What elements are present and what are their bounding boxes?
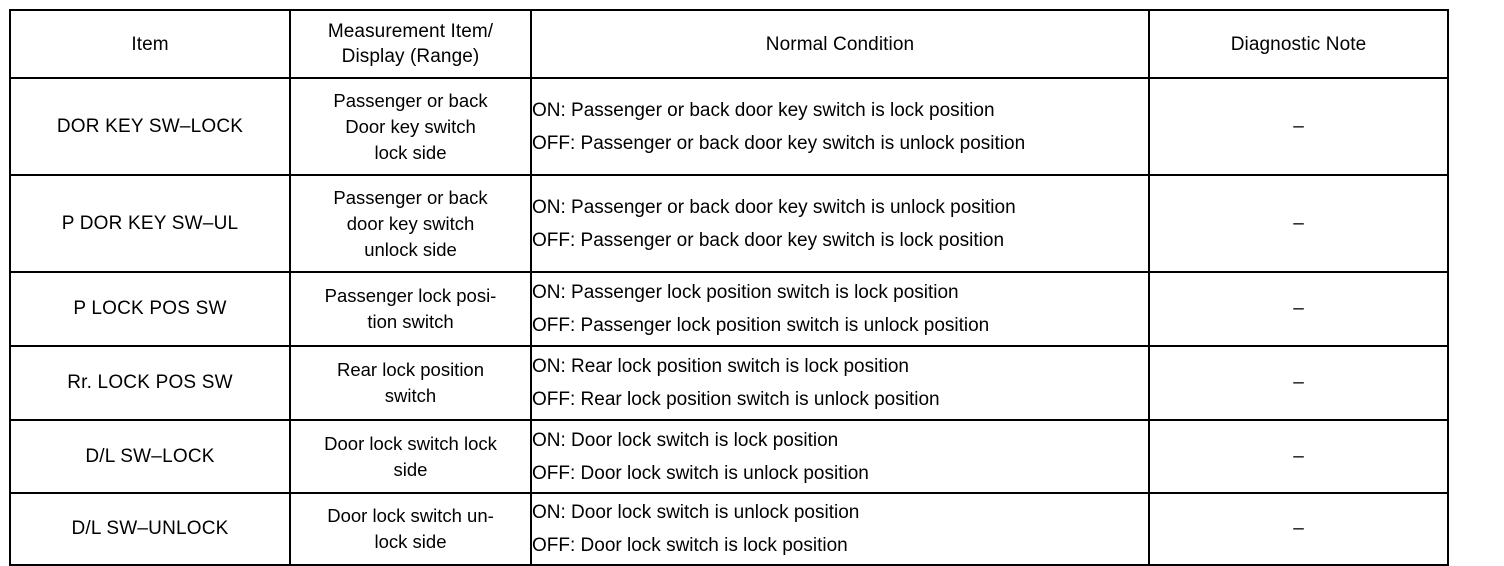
column-header-measurement-line2: Display (Range)	[341, 46, 480, 67]
measurement-line: switch	[384, 385, 437, 406]
diagnostic-note-value: –	[1293, 212, 1304, 234]
normal-condition-on: ON: Passenger or back door key switch is…	[532, 196, 1016, 218]
cell-diagnostic-note: –	[1148, 419, 1449, 494]
cell-diagnostic-note: –	[1148, 492, 1449, 566]
item-name: D/L SW–UNLOCK	[71, 518, 229, 539]
measurement-line: tion switch	[367, 311, 454, 332]
cell-measurement: Passenger lock posi- tion switch	[289, 271, 532, 347]
item-name: P LOCK POS SW	[73, 298, 227, 319]
cell-measurement: Rear lock position switch	[289, 345, 532, 421]
item-name: P DOR KEY SW–UL	[61, 212, 239, 234]
cell-diagnostic-note: –	[1148, 345, 1449, 421]
table-row: Rr. LOCK POS SW Rear lock position switc…	[9, 345, 1449, 421]
normal-condition-off: OFF: Passenger lock position switch is u…	[532, 315, 990, 336]
column-header-diagnostic-note-label: Diagnostic Note	[1230, 33, 1367, 55]
table-row: P DOR KEY SW–UL Passenger or back door k…	[9, 174, 1449, 273]
measurement-line: Passenger or back	[333, 89, 488, 111]
table-row: DOR KEY SW–LOCK Passenger or back Door k…	[9, 77, 1449, 176]
normal-condition-on: ON: Passenger or back door key switch is…	[532, 99, 995, 121]
item-name: D/L SW–LOCK	[85, 445, 215, 467]
normal-condition-on: ON: Door lock switch is lock position	[532, 429, 839, 451]
item-name: Rr. LOCK POS SW	[67, 372, 233, 393]
column-header-measurement-line1: Measurement Item/	[327, 21, 494, 42]
data-list-specification-table: Item Measurement Item/ Display (Range) N…	[9, 9, 1449, 566]
normal-condition-on: ON: Rear lock position switch is lock po…	[532, 356, 909, 377]
diagnostic-note-value: –	[1293, 445, 1304, 467]
cell-diagnostic-note: –	[1148, 271, 1449, 347]
cell-diagnostic-note: –	[1148, 174, 1449, 273]
column-header-normal-condition-label: Normal Condition	[765, 33, 915, 55]
cell-item: D/L SW–UNLOCK	[9, 492, 291, 566]
measurement-line: lock side	[374, 141, 447, 163]
column-header-item: Item	[9, 9, 291, 79]
cell-normal-condition: ON: Passenger or back door key switch is…	[530, 77, 1150, 176]
normal-condition-on: ON: Door lock switch is unlock position	[532, 502, 860, 523]
cell-item: P LOCK POS SW	[9, 271, 291, 347]
column-header-item-label: Item	[131, 33, 169, 55]
column-header-measurement: Measurement Item/ Display (Range)	[289, 9, 532, 79]
table-row: D/L SW–LOCK Door lock switch lock side O…	[9, 419, 1449, 494]
measurement-line: Passenger or back	[333, 186, 488, 208]
normal-condition-off: OFF: Door lock switch is lock position	[532, 535, 848, 556]
diagnostic-note-value: –	[1293, 298, 1304, 319]
cell-diagnostic-note: –	[1148, 77, 1449, 176]
table-row: P LOCK POS SW Passenger lock posi- tion …	[9, 271, 1449, 347]
cell-item: Rr. LOCK POS SW	[9, 345, 291, 421]
measurement-line: Rear lock position	[336, 359, 485, 380]
cell-measurement: Passenger or back door key switch unlock…	[289, 174, 532, 273]
normal-condition-off: OFF: Rear lock position switch is unlock…	[532, 389, 940, 410]
cell-normal-condition: ON: Rear lock position switch is lock po…	[530, 345, 1150, 421]
cell-normal-condition: ON: Passenger lock position switch is lo…	[530, 271, 1150, 347]
cell-item: P DOR KEY SW–UL	[9, 174, 291, 273]
table-row: D/L SW–UNLOCK Door lock switch un- lock …	[9, 492, 1449, 566]
column-header-normal-condition: Normal Condition	[530, 9, 1150, 79]
table-header-row: Item Measurement Item/ Display (Range) N…	[9, 9, 1449, 79]
normal-condition-on: ON: Passenger lock position switch is lo…	[532, 282, 959, 303]
measurement-line: Door lock switch un-	[327, 505, 494, 526]
cell-normal-condition: ON: Door lock switch is unlock position …	[530, 492, 1150, 566]
diagnostic-note-value: –	[1293, 518, 1304, 539]
cell-normal-condition: ON: Passenger or back door key switch is…	[530, 174, 1150, 273]
cell-measurement: Door lock switch un- lock side	[289, 492, 532, 566]
measurement-line: lock side	[374, 531, 447, 552]
cell-item: D/L SW–LOCK	[9, 419, 291, 494]
cell-measurement: Passenger or back Door key switch lock s…	[289, 77, 532, 176]
measurement-line: Passenger lock posi-	[324, 285, 497, 306]
measurement-line: Door lock switch lock	[324, 432, 497, 454]
diagnostic-note-value: –	[1293, 372, 1304, 393]
cell-item: DOR KEY SW–LOCK	[9, 77, 291, 176]
normal-condition-off: OFF: Passenger or back door key switch i…	[532, 229, 1005, 251]
diagnostic-note-value: –	[1293, 115, 1304, 137]
item-name: DOR KEY SW–LOCK	[56, 115, 244, 137]
cell-normal-condition: ON: Door lock switch is lock position OF…	[530, 419, 1150, 494]
table-header: Item Measurement Item/ Display (Range) N…	[9, 9, 1449, 79]
cell-measurement: Door lock switch lock side	[289, 419, 532, 494]
measurement-line: unlock side	[364, 238, 457, 260]
column-header-diagnostic-note: Diagnostic Note	[1148, 9, 1449, 79]
measurement-line: door key switch	[346, 212, 475, 234]
normal-condition-off: OFF: Passenger or back door key switch i…	[532, 132, 1026, 154]
measurement-line: Door key switch	[345, 115, 476, 137]
table-body: DOR KEY SW–LOCK Passenger or back Door k…	[9, 77, 1449, 566]
measurement-line: side	[393, 458, 428, 480]
normal-condition-off: OFF: Door lock switch is unlock position	[532, 462, 869, 484]
